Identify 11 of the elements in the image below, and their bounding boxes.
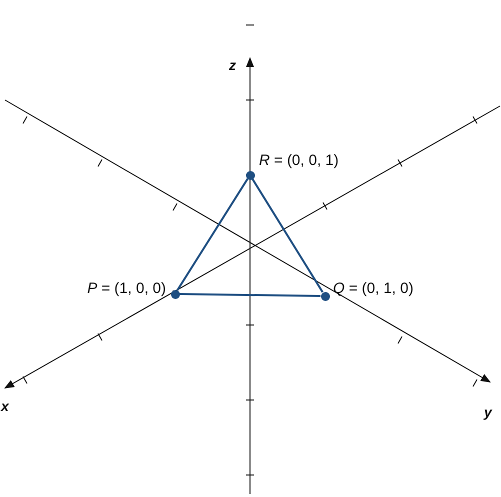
axis-label: z xyxy=(229,56,236,74)
point xyxy=(170,290,180,298)
axis-label: y xyxy=(484,403,492,421)
axis-label: x xyxy=(1,397,9,415)
triangle-side xyxy=(179,293,321,297)
triangle-side xyxy=(176,178,248,291)
point xyxy=(246,170,254,180)
point-label: P = (1, 0, 0) xyxy=(87,280,166,298)
triangle-side xyxy=(252,178,324,293)
point xyxy=(320,292,330,300)
point-label: R = (0, 0, 1) xyxy=(259,152,339,170)
